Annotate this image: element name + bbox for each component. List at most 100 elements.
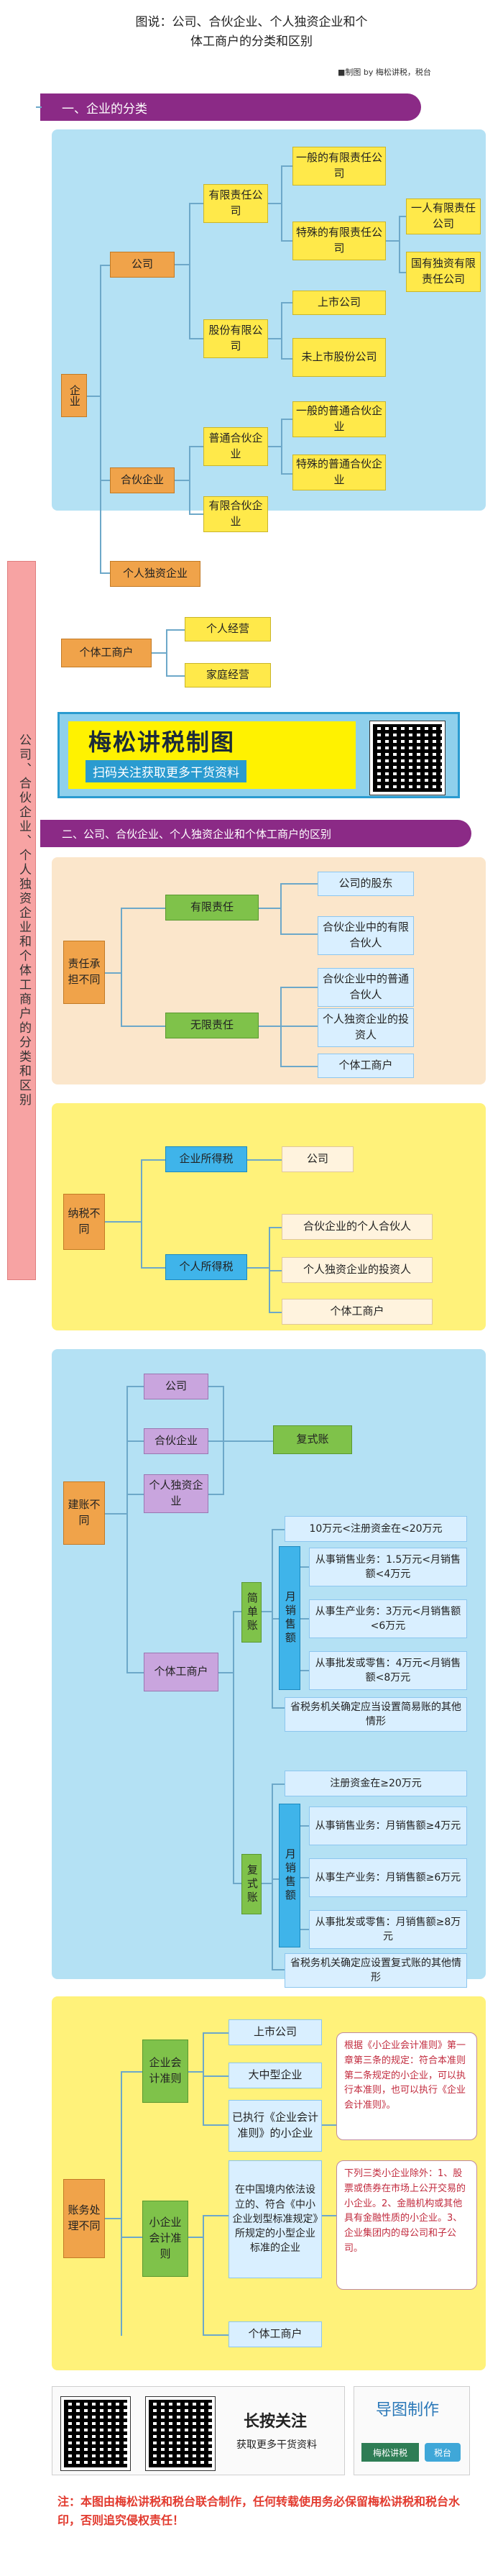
node-unlisted: 未上市股份公司 <box>292 338 386 377</box>
connector <box>105 2218 121 2219</box>
node-tax: 纳税不同 <box>63 1194 105 1250</box>
page-title-line1: 图说：公司、合伙企业、个人独资企业和个 <box>135 15 368 29</box>
connector <box>281 302 292 303</box>
node-tax-household: 个体工商户 <box>282 1299 433 1325</box>
node-books-company: 公司 <box>144 1374 208 1399</box>
connector <box>280 987 282 1067</box>
node-acct-adopted: 已执行《企业会计准则》的小企业 <box>229 2100 322 2152</box>
connector <box>203 2032 229 2034</box>
connector <box>262 1611 272 1612</box>
connector <box>203 2215 204 2336</box>
node-personal-operation: 个人经营 <box>185 617 271 641</box>
connector <box>208 1386 223 1387</box>
liability-panel <box>52 857 486 1084</box>
maker-title: 导图制作 <box>376 2401 440 2419</box>
node-small-std: 小企业会计准则 <box>142 2201 188 2277</box>
node-pit: 个人所得税 <box>165 1254 247 1280</box>
connector <box>126 1494 144 1495</box>
connector <box>247 1159 282 1161</box>
connector <box>300 1877 309 1878</box>
credit-text: ■制图 by 梅松讲税，税台 <box>338 68 431 77</box>
connector <box>268 203 281 204</box>
node-joint-stock: 股份有限公司 <box>203 319 268 358</box>
node-ordinary-general: 一般的普通合伙企业 <box>292 401 386 437</box>
node-family-operation: 家庭经营 <box>185 663 271 688</box>
maker-logo2-text: 税台 <box>433 2447 451 2458</box>
connector <box>399 216 406 217</box>
follow-subtitle: 获取更多干货资料 <box>236 2439 317 2451</box>
connector <box>175 264 189 265</box>
connector <box>399 216 400 273</box>
connector <box>262 1883 272 1884</box>
connector <box>281 302 282 360</box>
connector <box>272 1618 279 1620</box>
node-general-partnership: 普通合伙企业 <box>203 427 268 466</box>
node-enterprise: 企业 <box>61 374 87 417</box>
footer-follow: 长按关注 获取更多干货资料 <box>52 2386 345 2475</box>
connector <box>233 1611 234 1884</box>
connector <box>272 1529 285 1530</box>
connector <box>399 272 406 273</box>
connector <box>208 1494 223 1495</box>
connector <box>322 2124 336 2126</box>
connector <box>105 972 121 974</box>
connector <box>189 446 190 515</box>
connector <box>175 480 189 481</box>
connector <box>280 883 282 935</box>
connector <box>121 908 122 1027</box>
connector <box>272 1783 273 1970</box>
node-simple-capital: 10万元<注册资金在<20万元 <box>285 1516 467 1542</box>
node-tax-company: 公司 <box>282 1146 354 1172</box>
connector <box>100 480 110 481</box>
connector <box>105 1513 126 1515</box>
connector <box>166 629 167 677</box>
connector <box>300 1618 309 1620</box>
node-listed: 上市公司 <box>292 291 386 315</box>
connector <box>166 629 185 631</box>
connector <box>105 1221 141 1223</box>
connector <box>189 513 203 515</box>
connector <box>203 2032 204 2126</box>
connector <box>188 2071 203 2073</box>
qr-code-image <box>60 2396 131 2471</box>
node-acct-qualified: 在中国境内依法设立的、符合《中小企业划型标准规定》所规定的小型企业标准的企业 <box>229 2160 322 2278</box>
node-books-sole: 个人独资企业 <box>144 1474 208 1513</box>
connector <box>189 203 203 204</box>
connector <box>189 203 190 339</box>
node-books-partnership: 合伙企业 <box>144 1428 208 1454</box>
node-partnership: 合伙企业 <box>110 467 175 493</box>
node-special-limited: 特殊的有限责任公司 <box>292 221 386 260</box>
connector <box>272 1707 285 1709</box>
node-shareholders: 公司的股东 <box>318 872 414 896</box>
connector <box>100 572 110 574</box>
connector <box>208 1440 223 1442</box>
node-acct-household: 个体工商户 <box>229 2321 322 2347</box>
connector <box>259 1026 280 1027</box>
connector <box>126 1440 144 1442</box>
connector <box>272 1969 285 1970</box>
connector <box>188 2237 203 2238</box>
connector <box>121 2071 142 2073</box>
maker-logo2: 税台 <box>425 2443 461 2462</box>
node-double-production: 从事生产业务：月销售额≥6万元 <box>309 1858 467 1897</box>
connector <box>141 1159 142 1269</box>
node-household-liability: 个体工商户 <box>318 1054 414 1078</box>
brand-banner: 梅松讲税制图 扫码关注获取更多干货资料 <box>57 712 460 798</box>
node-cit: 企业所得税 <box>165 1146 247 1172</box>
connector <box>272 1878 279 1880</box>
node-limited-partnership: 有限合伙企业 <box>203 496 268 532</box>
connector <box>189 446 203 447</box>
connector <box>121 908 165 909</box>
page-title-line2: 体工商户的分类和区别 <box>190 35 313 50</box>
node-books-household: 个体工商户 <box>144 1653 218 1691</box>
connector <box>268 446 281 447</box>
node-double-entry: 复式账 <box>273 1425 352 1454</box>
note-small-std-exclusions: 下列三类小企业除外：1、股票或债券在市场上公开交易的小企业。2、金融机构或其他具… <box>336 2160 477 2290</box>
connector <box>141 1159 165 1161</box>
connector <box>280 987 318 988</box>
connector <box>189 338 203 339</box>
node-tax-sole-investor: 个人独资企业的投资人 <box>282 1257 433 1283</box>
connector <box>247 1267 269 1269</box>
connector <box>166 675 185 677</box>
connector <box>141 1267 165 1269</box>
